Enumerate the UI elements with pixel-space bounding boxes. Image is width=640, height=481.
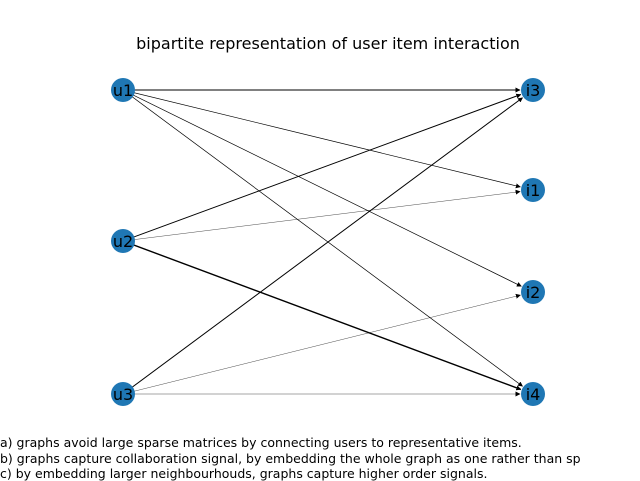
- node-i3: i3: [521, 78, 545, 102]
- node-label-i2: i2: [526, 283, 541, 302]
- node-circle-u3: [111, 382, 135, 406]
- node-circle-i4: [521, 382, 545, 406]
- figure-title: bipartite representation of user item in…: [136, 34, 520, 53]
- node-label-i3: i3: [526, 81, 541, 100]
- caption-b: b) graphs capture collaboration signal, …: [0, 451, 581, 466]
- caption-a: a) graphs avoid large sparse matrices by…: [0, 435, 522, 450]
- node-i2: i2: [521, 280, 545, 304]
- node-u2: u2: [111, 229, 135, 253]
- edge-u1-i2: [122, 89, 522, 287]
- node-u3: u3: [111, 382, 135, 406]
- node-label-u2: u2: [113, 232, 133, 251]
- edge-u2-i4: [122, 240, 522, 391]
- caption-c: c) by embedding larger neighbourhouds, g…: [0, 466, 488, 481]
- node-label-u1: u1: [113, 81, 133, 100]
- node-i4: i4: [521, 382, 545, 406]
- node-label-i4: i4: [526, 385, 541, 404]
- nodes-layer: u1 u2 u3 i3 i1 i2 i4: [111, 78, 545, 406]
- edge-u2-i3: [122, 93, 522, 242]
- node-u1: u1: [111, 78, 135, 102]
- edge-u3-i2: [122, 293, 521, 395]
- node-circle-u2: [111, 229, 135, 253]
- node-i1: i1: [521, 178, 545, 202]
- node-label-u3: u3: [113, 385, 133, 404]
- node-circle-i2: [521, 280, 545, 304]
- edge-u1-i4: [122, 89, 523, 387]
- edge-u2-i1: [122, 189, 521, 242]
- edge-u1-i1: [122, 89, 521, 189]
- node-label-i1: i1: [526, 181, 541, 200]
- node-circle-i3: [521, 78, 545, 102]
- edge-u3-i3: [122, 97, 523, 395]
- edges-layer: [122, 87, 523, 397]
- node-circle-u1: [111, 78, 135, 102]
- node-circle-i1: [521, 178, 545, 202]
